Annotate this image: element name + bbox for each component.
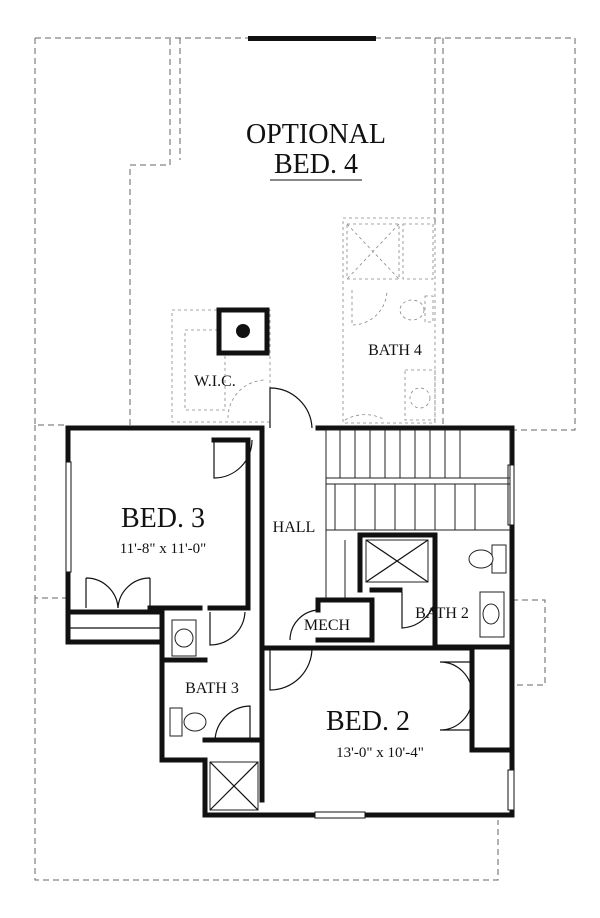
mech-label: MECH <box>304 617 351 634</box>
bed2-door <box>269 647 313 691</box>
bed3-dims: 11'-8" x 11'-0" <box>120 541 207 557</box>
hall-label: HALL <box>273 519 316 536</box>
window-top <box>248 36 376 41</box>
bath3-walls <box>159 607 265 811</box>
optional-bed4-label-line2: BED. 4 <box>274 149 358 180</box>
bed3-door <box>213 439 253 479</box>
chimney <box>216 307 270 356</box>
staircase <box>325 429 511 600</box>
bed2-closet-doors <box>439 661 473 731</box>
bed3-label: BED. 3 <box>121 503 205 534</box>
windows <box>65 461 515 819</box>
bed3-closet-doors <box>85 577 151 609</box>
bath4-label: BATH 4 <box>368 342 422 359</box>
bath3-label: BATH 3 <box>185 680 239 697</box>
wic-label: W.I.C. <box>194 373 236 390</box>
bath4-fixtures <box>342 217 436 424</box>
bed2-dims: 13'-0" x 10'-4" <box>336 745 424 761</box>
hall-door <box>269 387 313 429</box>
bed2-label: BED. 2 <box>326 706 410 737</box>
mech-closet <box>289 597 375 643</box>
bath2-label: BATH 2 <box>415 605 469 622</box>
dashed-outline <box>34 37 576 881</box>
optional-bed4-label-line1: OPTIONAL <box>246 119 386 150</box>
